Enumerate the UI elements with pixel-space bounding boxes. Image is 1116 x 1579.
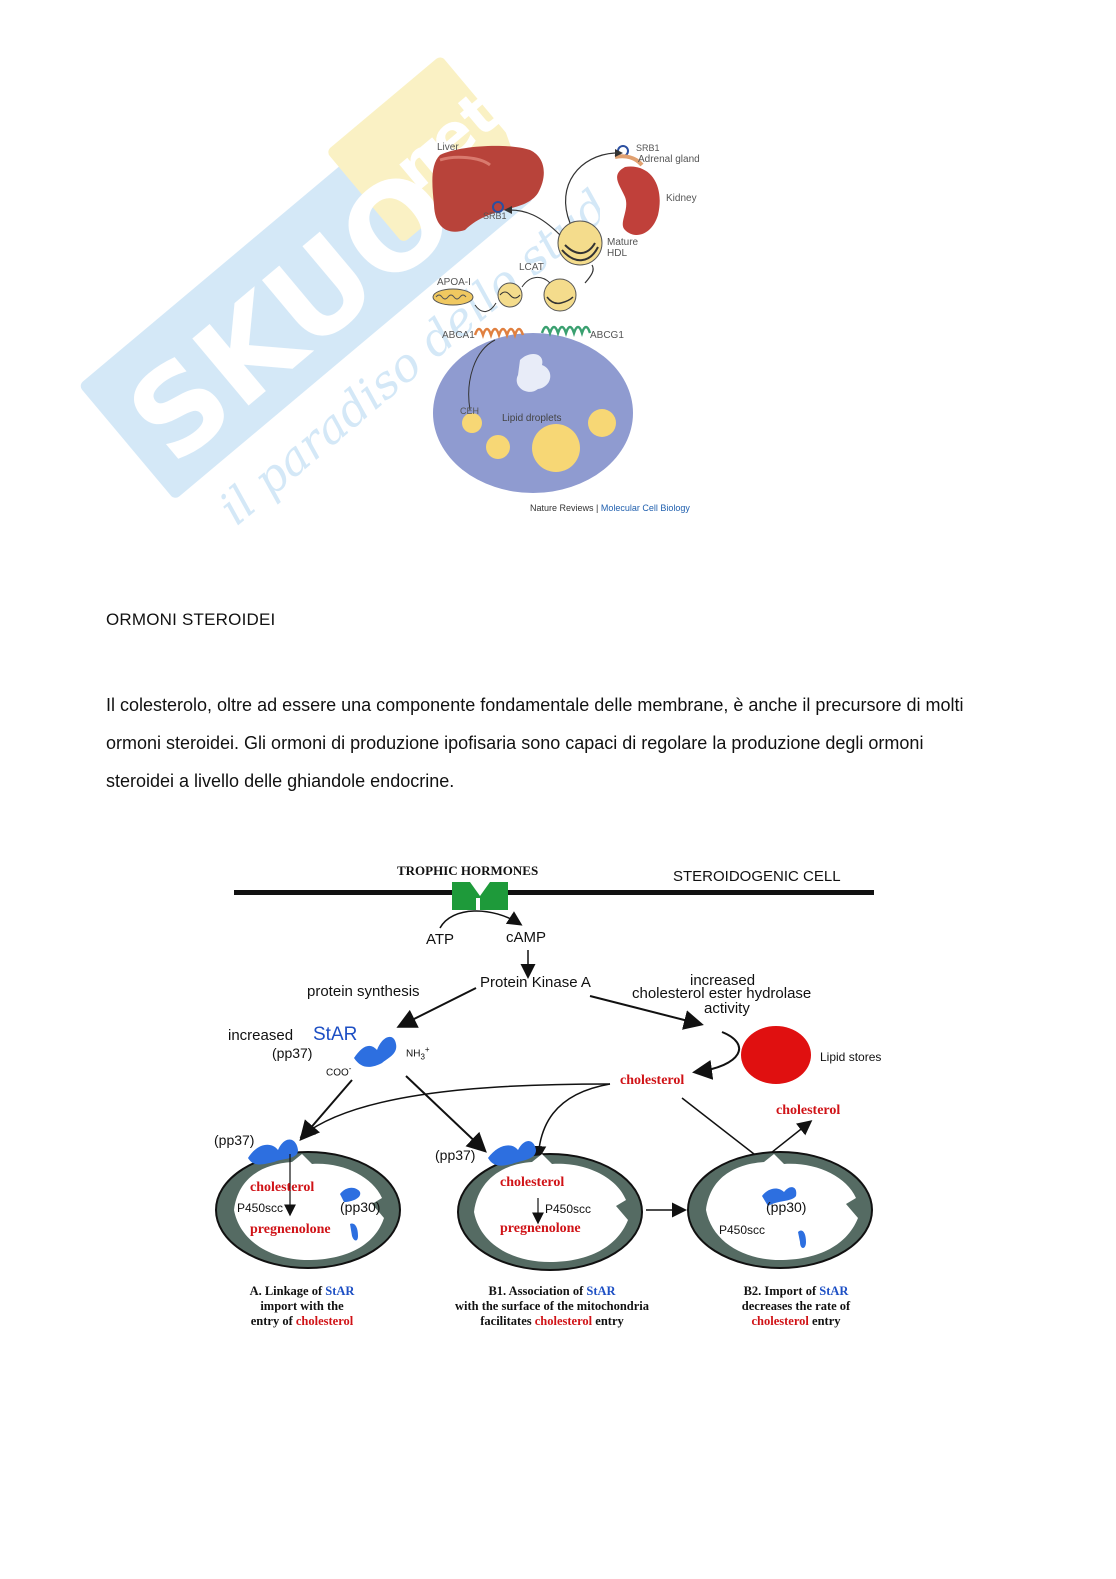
mito-a-pregnenolone-label: pregnenolone (250, 1222, 331, 1238)
mito-a-pp30-label: (pp30) (340, 1199, 380, 1215)
star-protein-shape (354, 1037, 396, 1067)
lipid-droplet (588, 409, 616, 437)
caption-b1: B1. Association of StAR with the surface… (430, 1284, 674, 1329)
caption-b1-l3a: facilitates (480, 1314, 535, 1328)
caption-b1-l3c: entry (592, 1314, 624, 1328)
kidney-illustration (617, 167, 660, 235)
trophic-hormones-label: TROPHIC HORMONES (397, 863, 538, 879)
mito-b2-p450-label: P450scc (719, 1223, 765, 1237)
nh3-sup: + (425, 1045, 430, 1054)
protein-kinase-a-label: Protein Kinase A (480, 974, 591, 991)
caption-b1-star: StAR (586, 1284, 615, 1298)
coo-sup: - (349, 1064, 352, 1073)
body-paragraph: Il colesterolo, oltre ad essere una comp… (106, 686, 1002, 800)
caption-a: A. Linkage of StAR import with the entry… (222, 1284, 382, 1329)
caption-a-l1a: A. Linkage of (250, 1284, 326, 1298)
adrenal-gland-label: Adrenal gland (638, 154, 700, 165)
mito-b1-pregnenolone-label: pregnenolone (500, 1221, 581, 1237)
credit-journal-group: Nature Reviews (530, 503, 594, 513)
ceh-label: CEH (460, 406, 479, 416)
caption-b2-l1a: B2. Import of (744, 1284, 820, 1298)
mito-a-cholesterol-label: cholesterol (250, 1180, 314, 1196)
apoa-label: APOA-I (437, 277, 471, 288)
kidney-label: Kidney (666, 193, 697, 204)
protein-synthesis-label: protein synthesis (307, 983, 420, 1000)
abcg1-label: ABCG1 (590, 330, 624, 341)
caption-b2-l3b: entry (809, 1314, 841, 1328)
caption-b1-cholesterol: cholesterol (535, 1314, 592, 1328)
lipid-droplet (532, 424, 580, 472)
nh3-label: NH3+ (406, 1045, 430, 1061)
camp-label: cAMP (506, 929, 546, 946)
steroidogenic-cell-label: STEROIDOGENIC CELL (673, 868, 841, 885)
mito-b1-p450-label: P450scc (545, 1202, 591, 1216)
caption-a-l3a: entry of (251, 1314, 296, 1328)
increased-label: increased (228, 1027, 293, 1044)
mito-b1-pp37-label: (pp37) (435, 1147, 475, 1163)
paragraph-line: ormoni steroidei. Gli ormoni di produzio… (106, 724, 1002, 762)
srb1-liver-label: SRB1 (483, 211, 507, 221)
caption-b2-line2: decreases the rate of (718, 1299, 874, 1314)
paragraph-line: steroidei a livello delle ghiandole endo… (106, 762, 1002, 800)
paragraph-line: Il colesterolo, oltre ad essere una comp… (106, 686, 1002, 724)
coo-label: COO- (326, 1064, 351, 1078)
caption-b2-star: StAR (819, 1284, 848, 1298)
caption-b1-l1a: B1. Association of (488, 1284, 586, 1298)
ceh-line-3: activity (704, 1000, 750, 1017)
cell-membrane (234, 890, 874, 895)
lipid-droplet (462, 413, 482, 433)
credit-journal-name: Molecular Cell Biology (601, 503, 690, 513)
cholesterol-transport-figure (420, 135, 720, 500)
pp37-label: (pp37) (272, 1045, 312, 1061)
lipid-droplet (486, 435, 510, 459)
lcat-label: LCAT (519, 262, 544, 273)
mature-hdl-label: Mature (607, 237, 638, 248)
caption-b2-cholesterol: cholesterol (752, 1314, 809, 1328)
coo-text: COO (326, 1067, 349, 1078)
star-label: StAR (313, 1024, 357, 1046)
lipid-droplets-label: Lipid droplets (502, 413, 561, 424)
cholesterol-label: cholesterol (620, 1073, 684, 1089)
mature-hdl-label-2: HDL (607, 248, 627, 259)
caption-a-cholesterol: cholesterol (296, 1314, 353, 1328)
credit-separator: | (594, 503, 601, 513)
liver-label: Liver (437, 142, 459, 153)
abca1-label: ABCA1 (442, 330, 475, 341)
mito-a-pp37-label: (pp37) (214, 1132, 254, 1148)
cholesterol-released-label: cholesterol (776, 1103, 840, 1119)
mito-a-p450-label: P450scc (237, 1201, 283, 1215)
atp-label: ATP (426, 931, 454, 948)
figure-credit: Nature Reviews | Molecular Cell Biology (530, 503, 690, 513)
steroidogenesis-diagram (212, 858, 902, 1338)
caption-a-star: StAR (325, 1284, 354, 1298)
lipid-stores-blob (741, 1026, 811, 1084)
srb1-adrenal-label: SRB1 (636, 143, 660, 153)
caption-a-line2: import with the (222, 1299, 382, 1314)
mature-hdl-particle (558, 221, 602, 265)
mito-b1-cholesterol-label: cholesterol (500, 1175, 564, 1191)
lipid-stores-label: Lipid stores (820, 1050, 881, 1064)
mito-b2-pp30-label: (pp30) (766, 1199, 806, 1215)
caption-b2: B2. Import of StAR decreases the rate of… (718, 1284, 874, 1329)
section-heading: ORMONI STEROIDEI (106, 610, 275, 630)
nh3-text: NH (406, 1048, 420, 1059)
caption-b1-line2: with the surface of the mitochondria (430, 1299, 674, 1314)
